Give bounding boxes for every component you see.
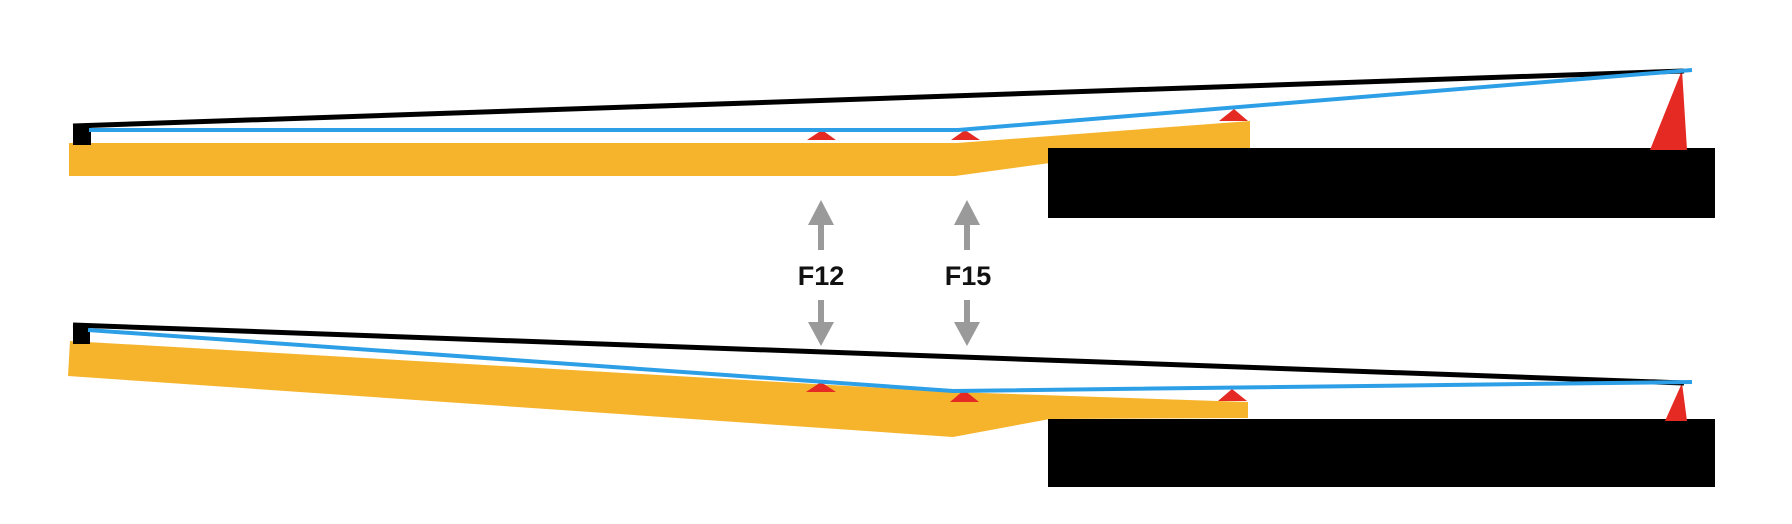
force-indicator-f15: F15: [945, 200, 992, 346]
top-beam: [69, 121, 1250, 176]
f15-down-arrow-shaft: [964, 300, 970, 326]
bottom-anchor-block: [73, 325, 90, 344]
bottom-beam: [68, 341, 1248, 437]
bottom-blue-cable: [87, 328, 1693, 394]
top-panel: [69, 68, 1715, 218]
f15-label: F15: [945, 261, 992, 291]
top-blue-cable: [89, 68, 1693, 132]
force-indicator-f12: F12: [798, 200, 845, 346]
f12-down-arrow-icon: [808, 322, 834, 346]
f15-down-arrow-icon: [954, 322, 980, 346]
f15-up-arrow-icon: [954, 200, 980, 225]
bottom-support-right: [1218, 389, 1247, 401]
bottom-black-block: [1048, 419, 1715, 487]
f12-down-arrow-shaft: [818, 300, 824, 326]
top-support-middle: [951, 130, 980, 140]
f12-up-arrow-icon: [808, 200, 834, 225]
f15-up-arrow-shaft: [964, 223, 970, 250]
bottom-mast: [1665, 383, 1687, 421]
top-mast: [1650, 70, 1687, 150]
bottom-support-middle: [950, 390, 979, 402]
f12-up-arrow-shaft: [818, 223, 824, 250]
bottom-black-cable: [72, 322, 1685, 386]
top-black-block: [1048, 148, 1715, 218]
bottom-panel: [68, 322, 1715, 487]
f12-label: F12: [798, 261, 845, 291]
top-anchor-block: [73, 126, 91, 145]
bottom-support-left: [806, 382, 836, 392]
top-support-right: [1219, 109, 1248, 121]
top-black-cable: [72, 68, 1685, 129]
top-support-left: [807, 130, 836, 140]
